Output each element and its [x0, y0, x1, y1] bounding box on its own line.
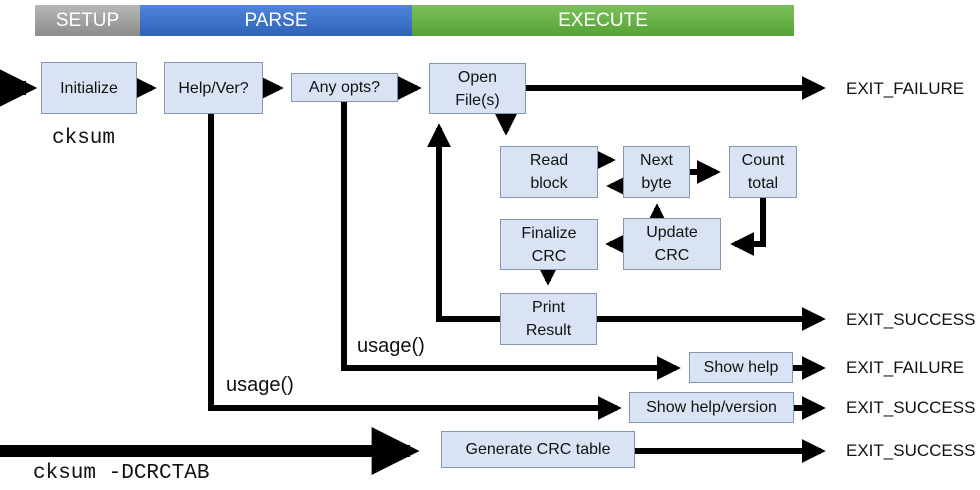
terminal-help-failure: EXIT_FAILURE	[846, 358, 965, 377]
terminal-open-failure: EXIT_FAILURE	[846, 79, 965, 98]
terminal-helpver-success: EXIT_SUCCESS	[846, 398, 976, 417]
arrow-count-update	[730, 198, 766, 256]
node-initialize: Initialize	[41, 62, 137, 114]
phase-setup: SETUP	[35, 5, 140, 36]
phase-execute: EXECUTE	[412, 5, 794, 36]
node-print-result: Print Result	[500, 293, 597, 345]
node-next-byte: Next byte	[623, 146, 690, 198]
arrow-print-open-loop	[427, 123, 500, 322]
node-update-crc: Update CRC	[623, 218, 721, 270]
node-generate-crc-table: Generate CRC table	[441, 431, 635, 468]
arrow-anyopts-showhelp	[341, 102, 681, 380]
node-read-block: Read block	[500, 146, 598, 198]
node-any-opts: Any opts?	[291, 73, 398, 102]
command-cksum: cksum	[52, 127, 116, 150]
node-count-total: Count total	[729, 146, 797, 198]
terminal-print-success: EXIT_SUCCESS	[846, 310, 976, 329]
node-show-help-version: Show help/version	[629, 392, 794, 423]
flow-label-usage-helpver: usage()	[226, 374, 294, 396]
command-cksum-dcrctab: cksum -DCRCTAB	[33, 462, 210, 485]
node-show-help: Show help	[689, 352, 793, 383]
node-open-files: Open File(s)	[429, 63, 526, 114]
node-finalize-crc: Finalize CRC	[500, 219, 598, 270]
flow-label-usage-anyopts: usage()	[357, 335, 425, 357]
arrow-helpver-showhv	[208, 114, 622, 420]
node-help-ver: Help/Ver?	[164, 62, 263, 114]
phase-parse: PARSE	[140, 5, 412, 36]
terminal-crctable-success: EXIT_SUCCESS	[846, 441, 976, 460]
